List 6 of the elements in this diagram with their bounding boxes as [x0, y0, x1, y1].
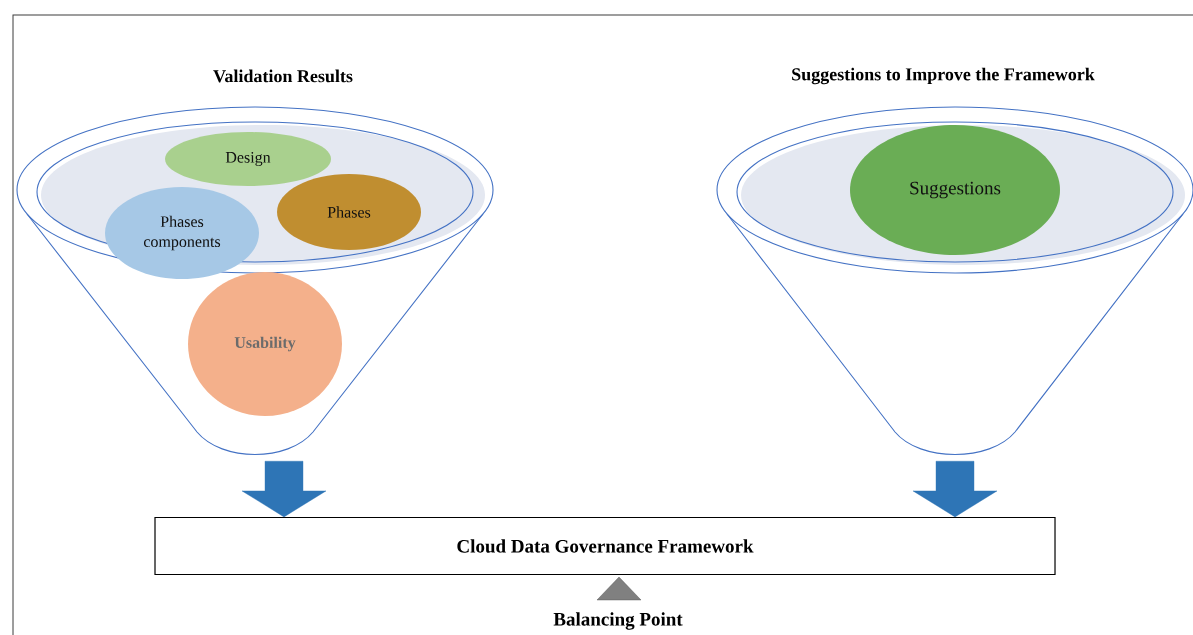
block-arrow	[241, 461, 327, 518]
fulcrum-label: Balancing Point	[553, 612, 683, 630]
node-label: Suggestions to Improve the Framework	[792, 67, 1095, 85]
framework-box: Cloud Data Governance Framework	[154, 516, 1056, 576]
node-label: Validation Results	[213, 69, 353, 83]
block-arrow	[912, 461, 998, 518]
